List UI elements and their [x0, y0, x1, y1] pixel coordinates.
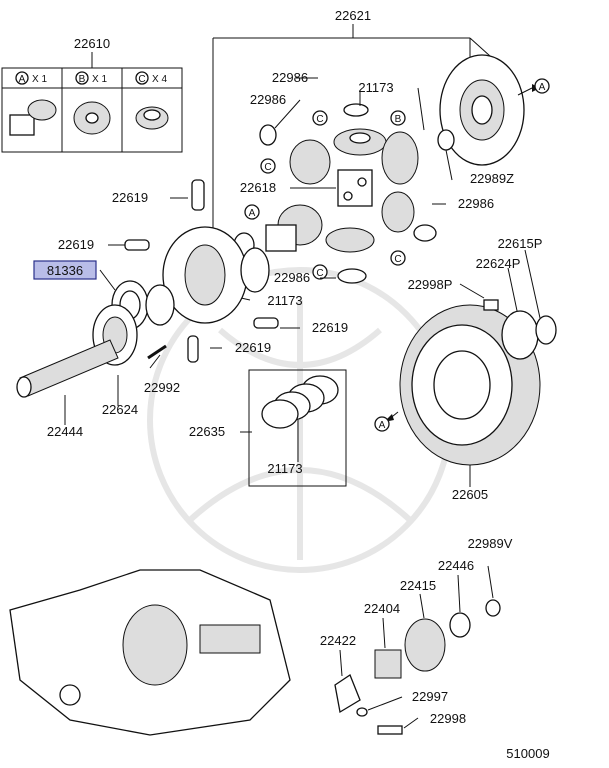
callout-a-3: A: [379, 420, 386, 431]
label-22619-a: 22619: [112, 190, 148, 205]
differential-case: [124, 179, 279, 363]
label-22986-c: 22986: [458, 196, 494, 211]
diagram-code: 510009: [506, 746, 549, 761]
snap-ring-kit-22635: [248, 369, 347, 487]
callout-a-1: A: [539, 82, 546, 93]
kit-letter-a: A: [19, 74, 26, 85]
callout-c-4: C: [316, 268, 323, 279]
leader-lines: [64, 77, 541, 487]
label-22624: 22624: [102, 402, 138, 417]
spider-gear-cluster: C C B A C C: [233, 103, 437, 284]
kit-letter-c: C: [138, 74, 145, 85]
bracket-22621: 22621: [212, 8, 491, 240]
callout-c-1: C: [316, 114, 323, 125]
label-21173-b: 21173: [267, 293, 302, 308]
label-22986-d: 22986: [274, 270, 310, 285]
label-22989z: 22989Z: [470, 171, 514, 186]
label-22404: 22404: [364, 601, 400, 616]
kit-letter-b: B: [79, 74, 86, 85]
label-22624p: 22624P: [476, 256, 521, 271]
callout-c-3: C: [394, 254, 401, 265]
label-22619-b: 22619: [58, 237, 94, 252]
kit-side-gear-drawing: [9, 99, 57, 136]
label-22605: 22605: [452, 487, 488, 502]
label-22621: 22621: [335, 8, 371, 23]
label-22992: 22992: [144, 380, 180, 395]
idler-gear-parts: [334, 565, 501, 735]
label-22619-c: 22619: [312, 320, 348, 335]
label-22619-d: 22619: [235, 340, 271, 355]
label-22446: 22446: [438, 558, 474, 573]
label-81336[interactable]: 81336: [47, 263, 83, 278]
kit-table: 22610 A X 1 B X 1 C X 4: [1, 36, 183, 153]
label-22422: 22422: [320, 633, 356, 648]
label-21173-a: 21173: [358, 80, 393, 95]
label-22989v: 22989V: [468, 536, 513, 551]
label-21173-c: 21173: [267, 461, 302, 476]
label-22998: 22998: [430, 711, 466, 726]
kit-qty-a: X 1: [32, 74, 47, 85]
label-22618: 22618: [240, 180, 276, 195]
kit-number: 22610: [74, 36, 110, 51]
label-22986-b: 22986: [250, 92, 286, 107]
ring-gear-22605: A: [374, 299, 557, 466]
label-22415: 22415: [400, 578, 436, 593]
shaft-22444: [16, 339, 119, 398]
kit-pinion-gear-drawing: [73, 101, 111, 135]
part-labels: 22986 21173 22986 22989Z 22618 22986 226…: [47, 70, 542, 726]
kit-spider-gear-drawing: [135, 106, 169, 130]
kit-qty-c: X 4: [152, 74, 167, 85]
label-22615p: 22615P: [498, 236, 543, 251]
label-22998p: 22998P: [408, 277, 453, 292]
callout-a-2: A: [249, 208, 256, 219]
callout-c-2: C: [264, 162, 271, 173]
differential-cover: A: [437, 54, 550, 166]
kit-qty-b: X 1: [92, 74, 107, 85]
transaxle-assembly: [9, 569, 291, 736]
label-22635: 22635: [189, 424, 225, 439]
highlight-label-81336[interactable]: 81336: [33, 260, 97, 280]
label-22444: 22444: [47, 424, 83, 439]
callout-b-1: B: [395, 114, 402, 125]
label-22997: 22997: [412, 689, 448, 704]
label-22986-a: 22986: [272, 70, 308, 85]
